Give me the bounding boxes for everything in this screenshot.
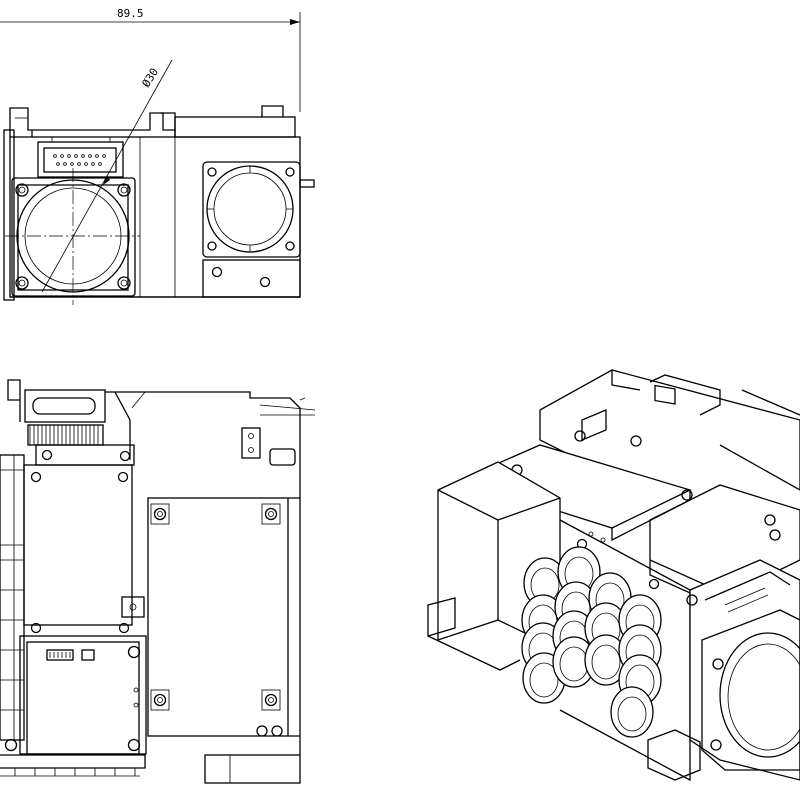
top-view <box>0 379 316 784</box>
plate-screws <box>150 503 281 711</box>
fan-icon <box>202 161 301 258</box>
diameter-dimension: Ø30 <box>41 59 173 293</box>
width-dimension: 89.5 <box>0 7 301 112</box>
lens-cap-cluster <box>521 546 662 738</box>
lens-screws <box>15 183 131 290</box>
width-dimension-label: 89.5 <box>117 7 144 20</box>
front-view: 89.5 Ø30 <box>0 7 315 305</box>
isometric-view <box>427 369 800 782</box>
connector-pins <box>53 154 106 166</box>
